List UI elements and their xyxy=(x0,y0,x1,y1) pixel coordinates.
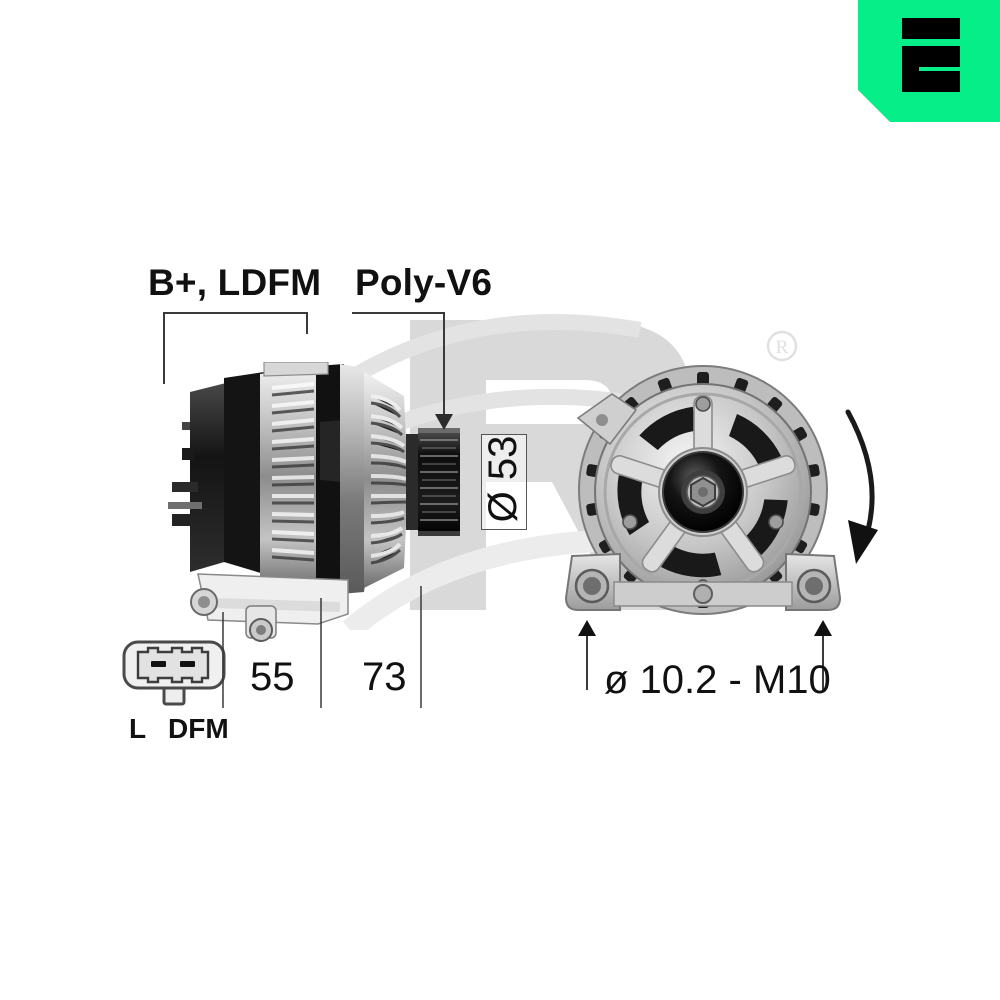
pulley-diameter-label: Ø 53 xyxy=(481,435,525,523)
regulator-connector-plug xyxy=(120,638,228,710)
dim-extension-left xyxy=(222,612,224,708)
pulley-leader-vertical xyxy=(443,312,445,418)
pulley-leader-horizontal xyxy=(352,312,445,314)
mounting-hole-label: ø 10.2 - M10 xyxy=(604,658,831,702)
terminals-label: B+, LDFM xyxy=(148,262,322,303)
mounting-arrow-left xyxy=(578,620,596,636)
dimension-55-label: 55 xyxy=(250,655,295,699)
terminals-leader-left-tick xyxy=(163,312,165,384)
mounting-arrow-right xyxy=(814,620,832,636)
terminals-leader-right-tick xyxy=(306,312,308,334)
dimension-73-label: 73 xyxy=(362,655,407,699)
pulley-diameter-box xyxy=(481,434,527,530)
mounting-leader-left xyxy=(586,632,588,690)
pulley-leader-arrowhead xyxy=(435,414,453,430)
mounting-leader-right xyxy=(822,632,824,690)
dim-extension-mid xyxy=(320,598,322,708)
alternator-front-view xyxy=(562,358,844,640)
svg-text:R: R xyxy=(776,337,789,358)
era-brand-logo xyxy=(858,0,1000,122)
logo-e-glyph xyxy=(902,18,960,92)
dim-extension-right xyxy=(420,586,422,708)
connector-pin-l-label: L xyxy=(129,713,147,744)
terminals-leader-horizontal xyxy=(163,312,308,314)
rotation-direction-arrow-icon xyxy=(826,404,896,574)
connector-pin-dfm-label: DFM xyxy=(168,713,229,744)
pulley-type-label: Poly-V6 xyxy=(355,262,493,303)
alternator-side-view xyxy=(168,362,488,644)
